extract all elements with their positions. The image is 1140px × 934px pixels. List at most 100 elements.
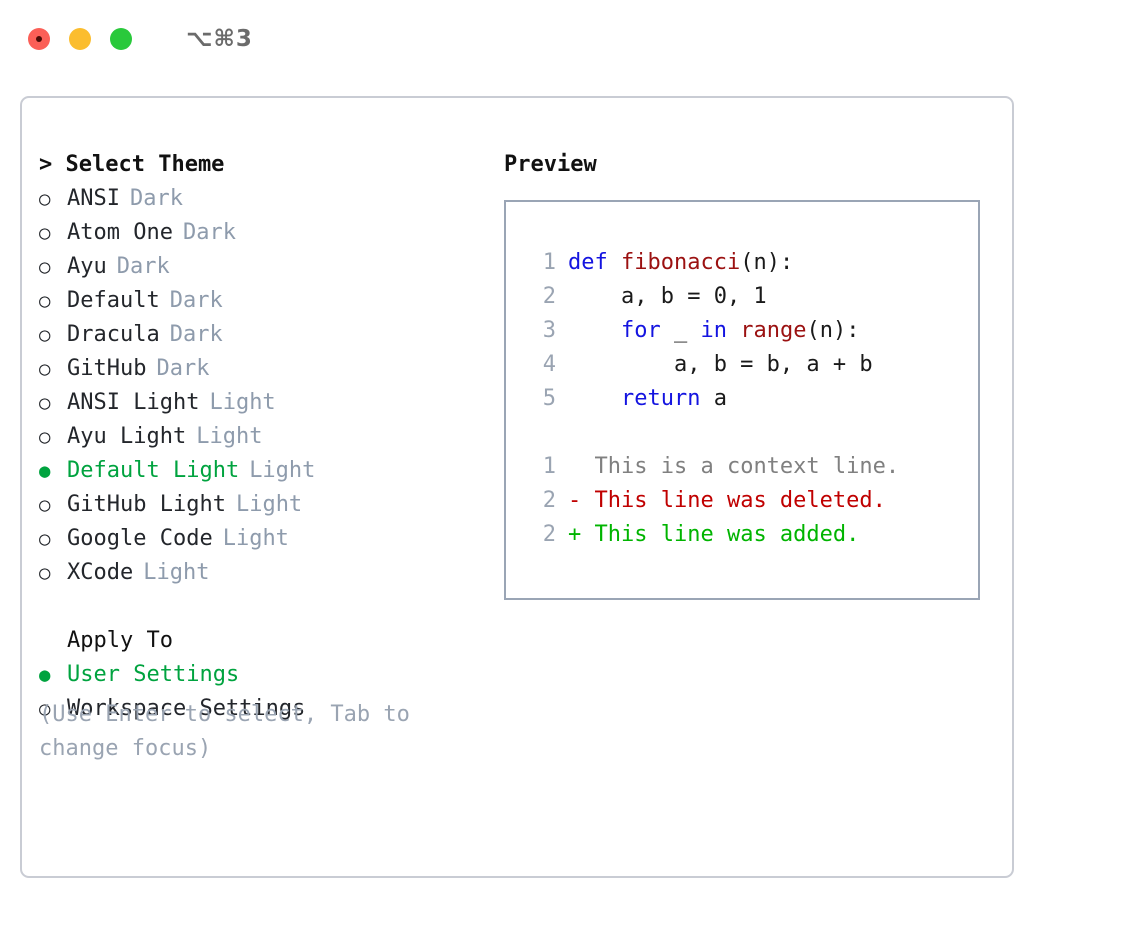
line-number: 2 [542,488,556,513]
theme-variant-tag: Light [143,560,210,585]
radio-unselected-icon: ○ [39,222,51,244]
code-token: a, b = b, a + b [568,352,873,377]
theme-option-ayu[interactable]: ○ Ayu Dark [39,250,489,284]
diff-sample: 1 This is a context line.2- This line wa… [528,450,978,552]
window-controls [28,28,132,50]
apply-to-option-label: Workspace Settings [67,696,306,721]
select-theme-heading: > Select Theme [39,152,225,177]
radio-unselected-icon: ○ [39,256,51,278]
theme-option-label: Atom One [67,220,173,245]
diff-text: This line was added. [594,522,860,547]
code-token: in [700,318,741,343]
theme-variant-tag: Light [196,424,263,449]
maximize-window-icon[interactable] [110,28,132,50]
radio-selected-icon: ● [39,460,51,482]
diff-line-ctx: 1 This is a context line. [528,450,978,484]
diff-text: This line was deleted. [594,488,886,513]
preview-column: Preview 1 def fibonacci(n): 2 a, b = 0, 1 3… [504,148,994,600]
theme-variant-tag: Dark [116,254,170,279]
theme-option-label: Ayu [67,254,107,279]
theme-option-xcode[interactable]: ○ XCode Light [39,556,489,590]
minimize-window-icon[interactable] [69,28,91,50]
keyboard-shortcut-label: ⌥⌘3 [186,26,253,52]
diff-line-add: 2+ This line was added. [528,518,978,552]
radio-unselected-icon: ○ [39,324,51,346]
code-token: fibonacci [620,250,741,275]
theme-option-github[interactable]: ○ GitHub Dark [39,352,489,386]
theme-option-label: ANSI Light [67,390,200,415]
theme-option-dracula[interactable]: ○ Dracula Dark [39,318,489,352]
code-line: 5 return a [528,382,978,416]
theme-option-google-code[interactable]: ○ Google Code Light [39,522,489,556]
line-number: 2 [542,284,556,309]
theme-option-label: Dracula [67,322,160,347]
theme-option-label: XCode [67,560,134,585]
radio-unselected-icon: ○ [39,392,51,414]
diff-marker: + [568,522,595,547]
list-spacer [39,590,489,624]
line-number: 5 [542,386,556,411]
theme-variant-tag: Dark [129,186,183,211]
radio-selected-icon: ● [39,664,51,686]
code-token: (n): [740,250,794,275]
code-token: a, b = 0, 1 [568,284,767,309]
diff-text: This is a context line. [594,454,900,479]
theme-option-atom-one[interactable]: ○ Atom One Dark [39,216,489,250]
radio-unselected-icon: ○ [39,358,51,380]
code-text: return a [568,382,727,416]
close-window-icon[interactable] [28,28,50,50]
code-token [568,318,621,343]
code-token: (n): [806,318,860,343]
apply-to-option-workspace-settings[interactable]: ○ Workspace Settings [39,692,489,726]
code-token: a [700,386,727,411]
theme-option-ansi-light[interactable]: ○ ANSI Light Light [39,386,489,420]
theme-variant-tag: Light [222,526,289,551]
diff-line-del: 2- This line was deleted. [528,484,978,518]
radio-unselected-icon: ○ [39,426,51,448]
preview-title: Preview [504,152,597,177]
code-line: 4 a, b = b, a + b [528,348,978,382]
radio-unselected-icon: ○ [39,562,51,584]
diff-marker [568,450,595,484]
code-line: 3 for _ in range(n): [528,314,978,348]
code-token: _ [660,318,701,343]
code-text: for _ in range(n): [568,314,859,348]
theme-option-label: ANSI [67,186,120,211]
code-token: range [740,318,807,343]
theme-variant-tag: Dark [182,220,236,245]
radio-unselected-icon: ○ [39,528,51,550]
theme-variant-tag: Dark [156,356,210,381]
radio-unselected-icon: ○ [39,698,51,720]
preview-box: 1 def fibonacci(n): 2 a, b = 0, 1 3 for _ i… [504,200,980,600]
theme-variant-tag: Dark [169,288,223,313]
theme-variant-tag: Dark [169,322,223,347]
theme-variant-tag: Light [249,458,316,483]
apply-to-heading: Apply To [67,628,173,653]
apply-to-option-user-settings[interactable]: ● User Settings [39,658,489,692]
code-diff-gap [528,416,978,450]
theme-variant-tag: Light [235,492,303,517]
line-number: 4 [542,352,556,377]
apply-to-list: ● User Settings ○ Workspace Settings [39,658,489,726]
code-text: a, b = b, a + b [568,348,873,382]
theme-variant-tag: Light [209,390,276,415]
radio-unselected-icon: ○ [39,494,51,516]
theme-option-label: Google Code [67,526,213,551]
apply-to-option-label: User Settings [67,662,240,687]
code-token [568,386,621,411]
theme-option-label: Default [67,288,160,313]
code-line: 1 def fibonacci(n): [528,246,978,280]
code-text: def fibonacci(n): [568,246,793,280]
code-sample: 1 def fibonacci(n): 2 a, b = 0, 1 3 for _ i… [528,246,978,416]
theme-option-label: GitHub [67,356,147,381]
line-number: 1 [542,250,556,275]
code-token: for [620,318,661,343]
